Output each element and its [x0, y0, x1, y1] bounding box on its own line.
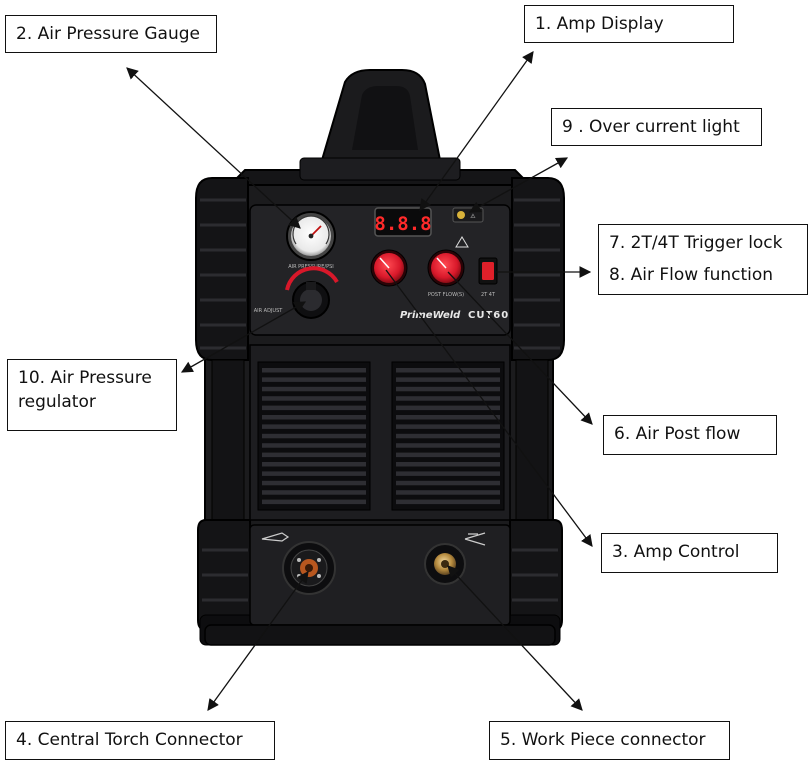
ground-clamp-icon: [464, 532, 486, 546]
pointer-air-pressure-gauge: [126, 67, 301, 229]
vent-slat: [262, 490, 366, 495]
callout-text: regulator: [18, 392, 96, 412]
vent-slat: [396, 377, 500, 382]
over-current-light: ⚠: [452, 207, 484, 223]
pointer-air-post-flow: [447, 271, 593, 425]
pointer-amp-display: [419, 51, 534, 211]
vent-slat: [262, 443, 366, 448]
vent-slat: [262, 452, 366, 458]
callout-amp-display: 1. Amp Display: [524, 5, 734, 43]
svg-text:⚠: ⚠: [470, 213, 476, 220]
warning-triangle-icon: [455, 236, 469, 248]
vent-slat: [396, 471, 500, 476]
vent-slat: [396, 499, 500, 505]
svg-text:2T 4T: 2T 4T: [481, 292, 496, 298]
callout-text: 2. Air Pressure Gauge: [16, 24, 200, 44]
vent-slat: [262, 480, 366, 486]
pointer-amp-control: [385, 269, 593, 547]
central-torch-connector: [282, 541, 336, 595]
callout-text: 1. Amp Display: [535, 14, 664, 34]
vent-slat: [396, 424, 500, 429]
vent-slat: [262, 396, 366, 401]
callout-amp-control: 3. Amp Control: [601, 533, 778, 573]
regulator-caption: AIR ADJUST: [254, 308, 284, 314]
callout-trigger-lock-air-flow: 7. 2T/4T Trigger lock 8. Air Flow functi…: [598, 224, 808, 295]
vent-slat: [396, 405, 500, 411]
vent-slat: [396, 490, 500, 495]
callout-text: 7. 2T/4T Trigger lock: [609, 233, 783, 253]
callout-air-post-flow: 6. Air Post flow: [603, 415, 777, 455]
callout-work-piece-connector: 5. Work Piece connector: [489, 721, 730, 760]
callout-text: 5. Work Piece connector: [500, 730, 706, 750]
callout-text: 4. Central Torch Connector: [16, 730, 243, 750]
callout-text: 8. Air Flow function: [609, 265, 774, 285]
brand-logo: PrimeWeld: [400, 310, 461, 321]
vent-slat: [396, 386, 500, 392]
pointer-work-piece: [447, 565, 583, 711]
amp-display: 8.8.8: [374, 207, 432, 237]
model-label: CUT60: [468, 310, 509, 321]
pointer-air-pressure-regulator: [180, 301, 307, 373]
post-flow-knob: [427, 249, 465, 287]
vent-slat: [396, 368, 500, 373]
callout-air-pressure-regulator: 10. Air Pressure regulator: [7, 359, 177, 431]
vent-slat: [262, 368, 366, 373]
vent-slat: [262, 424, 366, 429]
right-vent-grille: [391, 361, 505, 511]
air-pressure-gauge: [286, 211, 336, 261]
carry-handle: [320, 69, 442, 161]
vent-slat: [262, 433, 366, 439]
callout-pointer-lines: [126, 51, 593, 711]
callout-air-pressure-gauge: 2. Air Pressure Gauge: [5, 15, 217, 53]
vent-slat: [262, 415, 366, 420]
vent-slat: [262, 462, 366, 467]
left-vent-grille: [257, 361, 371, 511]
torch-symbol-icon: [261, 532, 290, 542]
callout-text: 9 . Over current light: [562, 117, 740, 137]
vent-slat: [262, 471, 366, 476]
callout-over-current-light: 9 . Over current light: [551, 108, 762, 146]
vent-slat: [396, 462, 500, 467]
vent-slat: [396, 433, 500, 439]
callout-text: 6. Air Post flow: [614, 424, 741, 444]
pointer-central-torch: [207, 571, 309, 711]
vent-slat: [396, 443, 500, 448]
vent-slat: [262, 499, 366, 505]
trigger-toggle-switch: 2T 4T: [478, 257, 498, 298]
vent-slat: [262, 386, 366, 392]
callout-text: 3. Amp Control: [612, 542, 740, 562]
callout-central-torch-connector: 4. Central Torch Connector: [5, 721, 275, 760]
svg-text:8.8.8: 8.8.8: [374, 213, 431, 235]
vent-slat: [262, 405, 366, 411]
amp-control-knob: [370, 249, 408, 287]
callout-text: 10. Air Pressure: [18, 368, 152, 388]
post-flow-caption: POST FLOW(S): [428, 292, 464, 298]
vent-slat: [396, 396, 500, 401]
vent-slat: [396, 480, 500, 486]
pointer-over-current-light: [468, 157, 569, 213]
vent-slat: [396, 452, 500, 458]
vent-slat: [396, 415, 500, 420]
vent-slat: [262, 377, 366, 382]
